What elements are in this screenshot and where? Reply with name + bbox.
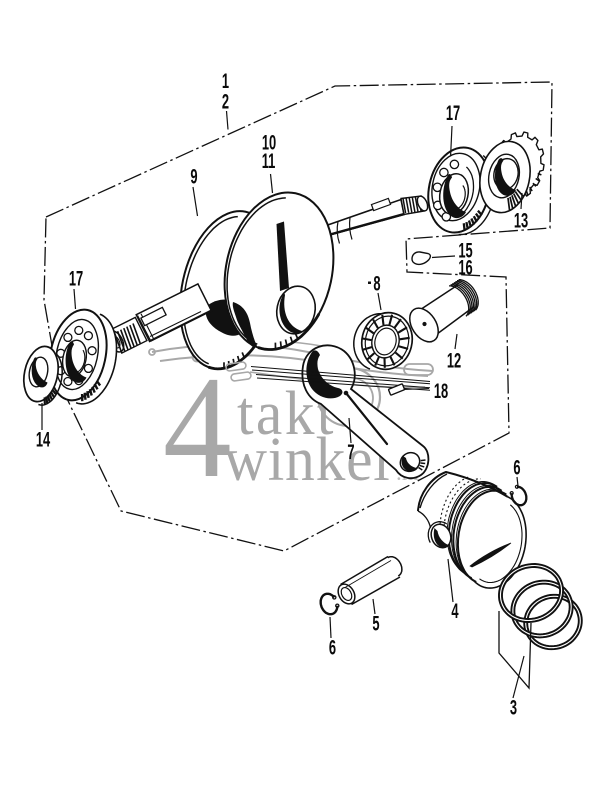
svg-text:6: 6 [329, 635, 336, 659]
svg-text:4: 4 [451, 599, 458, 623]
svg-text:7: 7 [347, 440, 354, 464]
svg-text:6: 6 [513, 455, 520, 479]
svg-text:16: 16 [458, 255, 472, 279]
svg-text:18: 18 [434, 379, 448, 403]
svg-text:4: 4 [163, 346, 232, 508]
svg-text:8: 8 [373, 271, 380, 295]
svg-text:14: 14 [36, 427, 50, 451]
svg-text:2: 2 [222, 89, 229, 113]
svg-text:3: 3 [510, 695, 517, 719]
svg-text:9: 9 [190, 164, 197, 188]
svg-text:17: 17 [446, 101, 460, 125]
svg-text:17: 17 [69, 266, 83, 290]
svg-text:5: 5 [372, 611, 379, 635]
svg-text:12: 12 [447, 348, 461, 372]
svg-text:11: 11 [262, 149, 276, 173]
svg-text:13: 13 [514, 208, 528, 232]
